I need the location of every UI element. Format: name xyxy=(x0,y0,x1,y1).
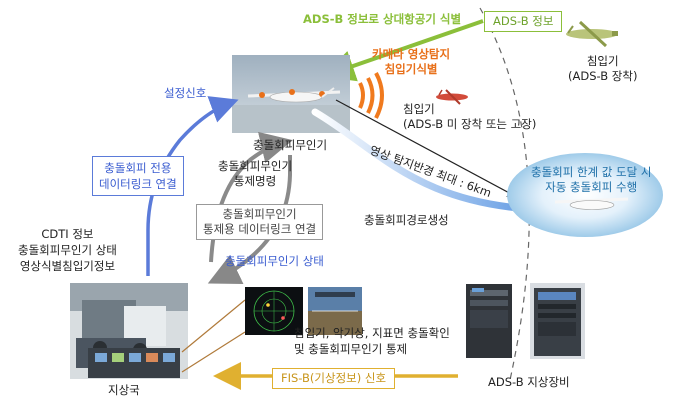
fis-b-box: FIS-B(기상정보) 신호 xyxy=(272,368,396,389)
auto-avoid-zone xyxy=(507,153,663,237)
uav-plane-right xyxy=(554,197,629,210)
cdti-info-label: CDTI 정보 충돌회피무인기 상태 영상식별침입기정보 xyxy=(18,227,117,273)
uav-status-label: 충돌회피무인기 상태 xyxy=(225,254,324,268)
boundary-arc xyxy=(479,7,530,381)
auto-avoid-label: 충돌회피 한계 값 도달 시 자동 충돌회피 수행 xyxy=(531,165,652,194)
setting-signal-arrow xyxy=(146,96,239,276)
setting-signal-label: 설정신호 xyxy=(164,86,207,100)
adsb-info-box: ADS-B 정보 xyxy=(484,11,563,32)
adsb-identify-label: ADS-B 정보로 상대항공기 식별 xyxy=(303,12,462,26)
intruder-equipped-label: 침입기 (ADS-B 장착) xyxy=(568,54,638,83)
detect-range-arrow xyxy=(335,99,518,198)
camera-detect-label: 카메라 영상탐지 침입기식별 xyxy=(372,47,451,76)
uav-plane-main xyxy=(247,87,341,103)
intruder-unequipped-label: 침입기 (ADS-B 미 장착 또는 고장) xyxy=(403,102,537,131)
adsb-arrow xyxy=(322,19,484,82)
path-generation-label: 충돌회피경로생성 xyxy=(364,213,449,227)
uav-name-label: 충돌회피무인기 xyxy=(253,138,328,152)
adsb-ground-label: ADS-B 지상장비 xyxy=(488,375,570,389)
uav-command-label: 충돌회피무인기 통제명령 xyxy=(218,159,293,188)
ground-control-label: 침입기, 악기상, 지표면 충돌확인 및 충돌회피무인기 통제 xyxy=(294,326,450,356)
dedicated-datalink-box: 충돌회피 전용 데이터링크 연결 xyxy=(92,156,184,196)
camera-signal-arcs xyxy=(358,72,384,119)
intruder-plane-red xyxy=(436,89,468,105)
ground-station-label: 지상국 xyxy=(108,383,140,397)
intruder-plane-equipped xyxy=(566,20,618,48)
control-datalink-box: 충돌회피무인기 통제용 데이터링크 연결 xyxy=(196,204,324,240)
